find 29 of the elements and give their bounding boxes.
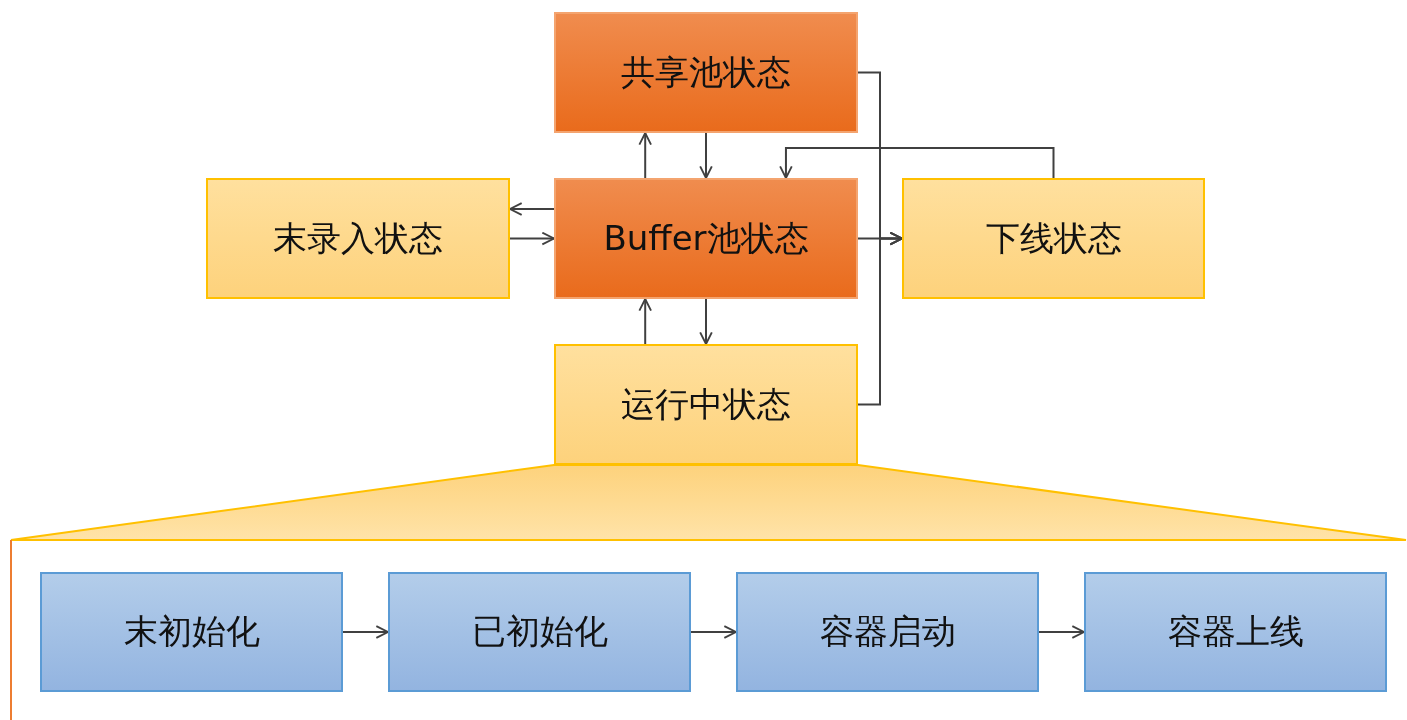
state-label: 容器启动 [819,610,956,653]
arrow [342,625,389,639]
arrow [699,298,713,345]
state-box [1084,572,1387,692]
state-label: 容器上线 [1167,610,1304,653]
state-box [554,178,858,299]
state-label: 末初始化 [123,610,260,653]
state-box [902,178,1205,299]
arrow [509,231,555,246]
state-label: 运行中状态 [621,382,791,426]
state-label: Buffer池状态 [603,216,809,260]
state-label: 共享池状态 [621,50,791,94]
state-label: 下线状态 [985,216,1122,260]
arrow [779,147,1055,179]
state-box [206,178,510,299]
state-box [554,12,858,133]
state-label: 已初始化 [471,610,608,653]
state-box [736,572,1039,692]
arrow [1038,625,1085,639]
state-box [40,572,343,692]
arrow [690,625,737,639]
arrow [638,132,652,179]
state-box [388,572,691,692]
arrow [857,231,903,406]
arrow [699,132,713,179]
state-label: 末录入状态 [273,216,443,260]
arrow [638,298,652,345]
arrow [509,202,555,216]
state-box [554,344,858,465]
